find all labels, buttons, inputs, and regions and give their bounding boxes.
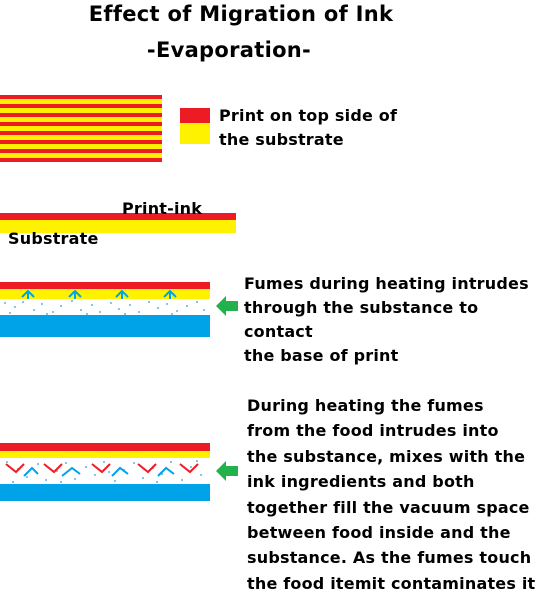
description-line: together fill the vacuum space [247,497,530,517]
fumes-description-2: During heating the fumes from the food i… [247,393,535,596]
legend-line: the substrate [219,130,344,149]
substrate-label: Substrate [8,229,99,248]
legend-substrate-swatch [180,123,210,144]
fumes-description-1: Fumes during heating intrudes through th… [244,272,550,368]
legend-line: Print on top side of [219,106,398,125]
description-line: substance. As the fumes touch [247,548,532,568]
green-arrow-icon [216,296,238,316]
fumes-layer-block-1 [0,282,210,337]
description-line: the food itemit contaminates it [247,573,536,593]
fumes-layer-block-2 [0,443,210,501]
stacked-print-layers [0,95,162,162]
legend-print-swatch [180,108,210,123]
print-substrate-layers [0,213,236,233]
description-line: from the food intrudes into [247,421,499,441]
green-arrow-icon [216,461,238,481]
legend-text: Print on top side of the substrate [219,104,397,152]
description-line: During heating the fumes [247,396,484,415]
description-line: through the substance to contact [244,298,479,341]
print-ink-label: Print-ink [122,199,203,218]
description-line: ink ingredients and both [247,472,475,492]
description-line: the substance, mixes with the [247,446,526,466]
page-title: Effect of Migration of Ink [88,2,394,26]
description-line: Fumes during heating intrudes [244,274,529,293]
description-line: between food inside and the [247,523,511,543]
page-subtitle: -Evaporation- [146,38,312,62]
description-line: the base of print [244,346,399,365]
